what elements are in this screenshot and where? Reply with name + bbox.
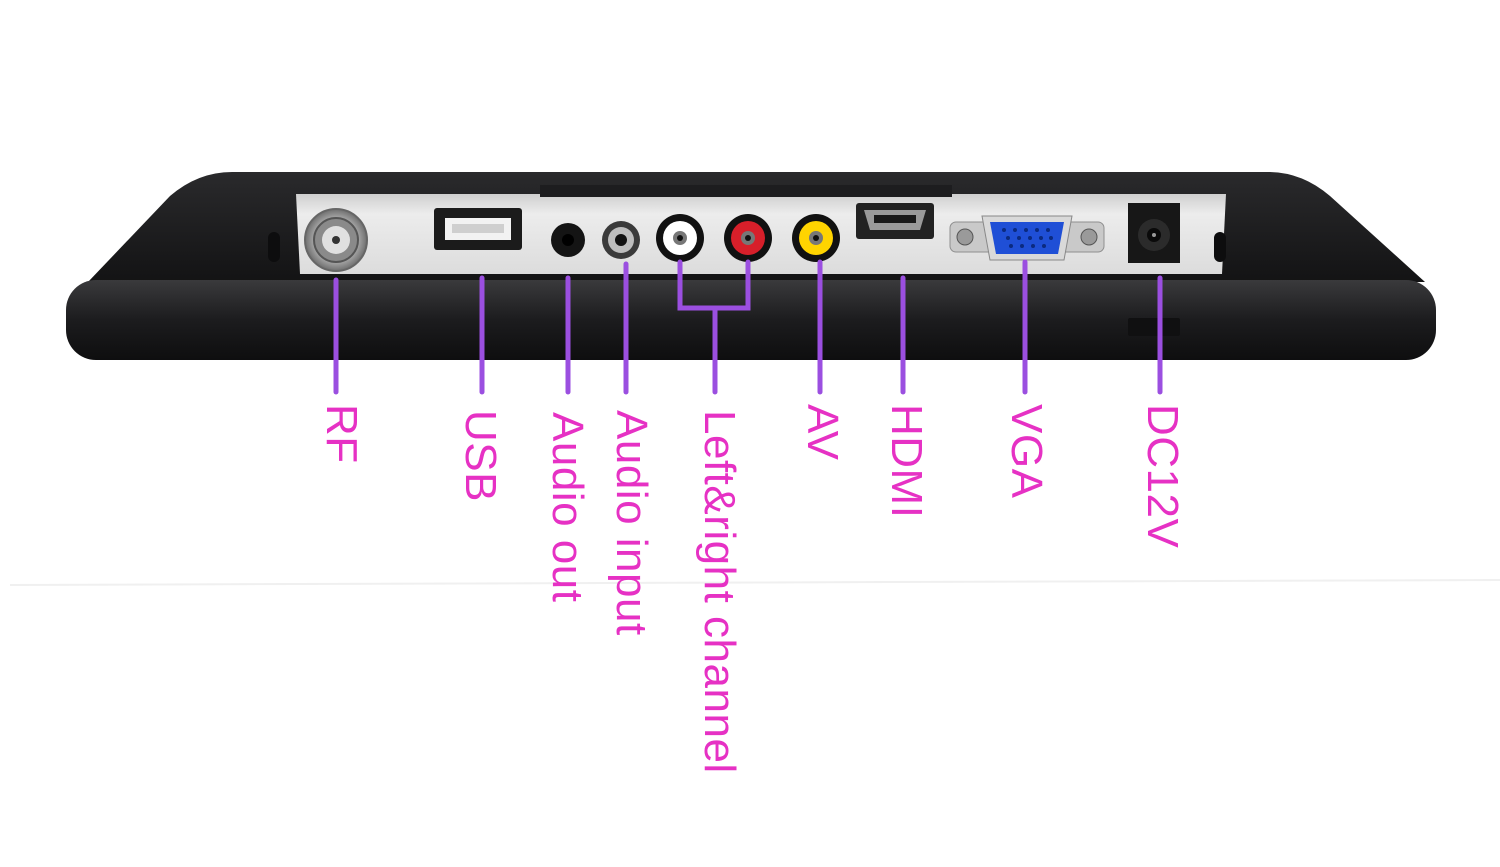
housing-front-strip	[66, 280, 1436, 360]
leader-lines	[333, 259, 1163, 395]
background-edge	[9, 579, 1500, 586]
port-label-left-right-channel: Left&right channel	[695, 410, 744, 774]
port-label-usb: USB	[456, 410, 505, 502]
screw-right	[1214, 232, 1226, 262]
audio-jack-icon	[602, 221, 640, 259]
dc-power-jack-icon	[1128, 203, 1180, 263]
panel-notch	[540, 185, 952, 197]
leader-line-left-right-channel	[677, 259, 751, 395]
port-label-audio-input: Audio input	[607, 410, 656, 636]
hdmi-port-icon	[856, 203, 934, 239]
audio-jack-icon	[551, 223, 585, 257]
port-label-rf: RF	[317, 404, 366, 464]
coaxial-connector-icon	[304, 208, 368, 272]
vga-port-icon	[949, 215, 1105, 261]
port-label-dc12v: DC12V	[1138, 404, 1187, 549]
port-label-hdmi: HDMI	[882, 404, 931, 519]
screw-left	[268, 232, 280, 262]
port-label-audio-out: Audio out	[543, 412, 592, 603]
rca-white-red-icon	[656, 214, 772, 262]
vent-slot	[1128, 318, 1180, 336]
rca-yellow-icon	[792, 214, 840, 262]
port-label-av: AV	[798, 404, 847, 461]
port-label-vga: VGA	[1002, 404, 1051, 499]
usb-port-icon	[434, 208, 522, 250]
